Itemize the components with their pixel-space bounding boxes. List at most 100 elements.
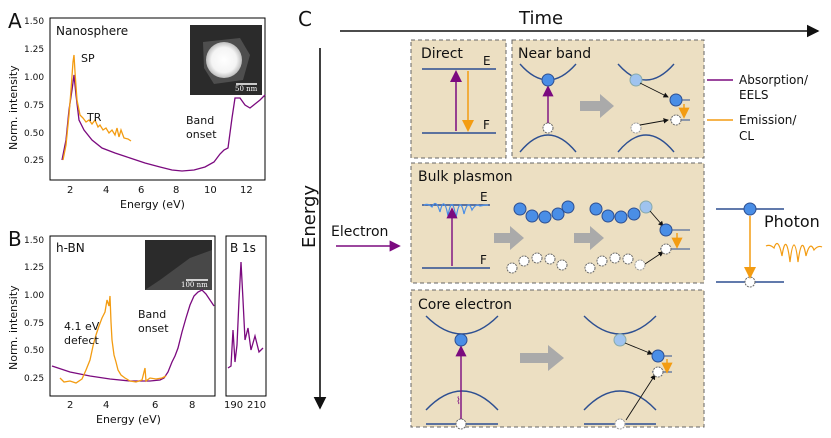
panel-b-band-onset-1: Band <box>138 308 166 321</box>
panel-a: A Nanosphere 50 nm 0.25 0.50 0.75 1.00 1… <box>7 9 266 211</box>
ytick: 0.25 <box>24 156 44 166</box>
box-core-electron-title: Core electron <box>418 297 512 313</box>
hole <box>660 243 672 255</box>
axis-break-icon: ⌇ <box>456 396 461 407</box>
panel-a-yticks: 0.25 0.50 0.75 1.00 1.25 1.50 <box>24 17 44 166</box>
ytick: 1.25 <box>24 263 44 273</box>
transition-arrow <box>494 226 524 250</box>
panel-a-peak-tr: TR <box>86 111 102 124</box>
core-xtick: 190 <box>224 400 243 411</box>
electron <box>454 333 468 347</box>
ytick: 1.00 <box>24 73 44 83</box>
electron <box>669 93 683 107</box>
panel-c: C Time Energy Electron Direct E F Near b… <box>298 7 823 430</box>
panel-a-xlabel: Energy (eV) <box>120 198 185 211</box>
photon-schematic: Photon <box>716 202 823 288</box>
xtick: 4 <box>103 400 109 411</box>
relax-arrow <box>644 251 664 265</box>
electron-faded <box>613 333 627 347</box>
level-e-label: E <box>483 54 491 68</box>
legend-emission-line1: Emission/ <box>739 113 797 127</box>
xtick: 8 <box>173 185 179 196</box>
xtick: 6 <box>138 185 144 196</box>
box-direct: Direct E F <box>410 39 507 159</box>
valence-band <box>617 134 675 153</box>
legend-emission-line2: CL <box>739 129 754 143</box>
valence-band <box>519 134 577 153</box>
panel-a-ylabel: Norm. intensity <box>7 65 20 150</box>
core-xtick: 210 <box>247 400 266 411</box>
hole-chain <box>584 252 646 274</box>
relax-arrow <box>625 374 656 421</box>
xtick: 10 <box>204 185 217 196</box>
panel-b-core-title: B 1s <box>230 241 256 255</box>
ytick: 1.25 <box>24 45 44 55</box>
ytick: 0.75 <box>24 319 44 329</box>
legend-absorption-line2: EELS <box>739 88 768 102</box>
panel-b-letter: B <box>8 227 22 251</box>
panel-a-letter: A <box>8 9 22 33</box>
transition-arrow <box>520 345 564 371</box>
xtick: 12 <box>240 185 253 196</box>
legend: Absorption/ EELS Emission/ CL <box>707 73 809 143</box>
electron <box>743 202 757 216</box>
panel-b-inset-image: 100 nm <box>145 240 212 290</box>
panel-a-band-onset-1: Band <box>186 114 214 127</box>
panel-b: B h-BN B 1s 100 nm 0.25 0.50 0.75 1.00 1… <box>7 227 267 426</box>
ytick: 1.50 <box>24 17 44 27</box>
panel-b-defect-2: defect <box>64 334 99 347</box>
panel-b-eels-curve <box>51 289 215 382</box>
box-bulk-plasmon-title: Bulk plasmon <box>418 169 513 185</box>
ytick: 0.50 <box>24 129 44 139</box>
level-f-label: F <box>483 118 490 132</box>
valence-band <box>583 390 657 411</box>
hole-faded <box>630 122 642 134</box>
hole <box>744 276 756 288</box>
relax-arrow <box>649 210 664 227</box>
box-near-band-title: Near band <box>518 46 591 62</box>
energy-axis-label: Energy <box>299 185 320 248</box>
ytick: 1.50 <box>24 236 44 246</box>
panel-b-title: h-BN <box>56 241 85 255</box>
relax-arrow <box>624 342 653 355</box>
panel-b-scalebar-label: 100 nm <box>181 281 208 289</box>
panel-b-xlabel: Energy (eV) <box>96 413 161 426</box>
panel-b-plot-frame <box>49 235 216 397</box>
xtick: 8 <box>189 400 195 411</box>
core-hole-faded <box>614 418 626 430</box>
ytick: 0.25 <box>24 374 44 384</box>
time-axis-label: Time <box>518 8 563 29</box>
panel-a-cl-curve <box>62 54 132 161</box>
transition-arrow <box>580 94 614 118</box>
panel-b-yticks: 0.25 0.50 0.75 1.00 1.25 1.50 <box>24 236 44 384</box>
hole <box>652 366 664 378</box>
level-e-label: E <box>480 190 488 204</box>
electron <box>659 223 673 237</box>
electron-faded <box>629 73 643 87</box>
transition-arrow <box>574 226 604 250</box>
panel-b-ylabel: Norm. intensity <box>7 285 20 370</box>
panel-b-cl-curve <box>59 295 167 384</box>
hole <box>542 122 554 134</box>
hole <box>670 114 682 126</box>
photon-label: Photon <box>764 212 820 231</box>
panel-b-core-curve <box>227 261 264 369</box>
panel-b-xticks: 2 4 6 8 190 210 <box>67 400 266 411</box>
panel-a-xticks: 2 4 6 8 10 12 <box>67 185 253 196</box>
photon-wave <box>765 242 823 263</box>
box-direct-title: Direct <box>421 46 463 62</box>
box-bulk-plasmon: Bulk plasmon E F <box>410 162 705 284</box>
conduction-band <box>617 63 675 81</box>
panel-a-title: Nanosphere <box>56 24 128 38</box>
box-near-band: Near band <box>511 39 705 159</box>
legend-absorption-line1: Absorption/ <box>739 73 809 87</box>
panel-b-core-frame <box>225 235 267 397</box>
panel-a-inset-image: 50 nm <box>190 25 262 95</box>
hole-chain <box>506 252 568 274</box>
panel-a-plot-frame <box>49 17 266 181</box>
panel-b-defect-1: 4.1 eV <box>64 320 100 333</box>
xtick: 4 <box>103 185 109 196</box>
panel-c-letter: C <box>298 7 312 31</box>
electron-chain <box>589 200 653 224</box>
